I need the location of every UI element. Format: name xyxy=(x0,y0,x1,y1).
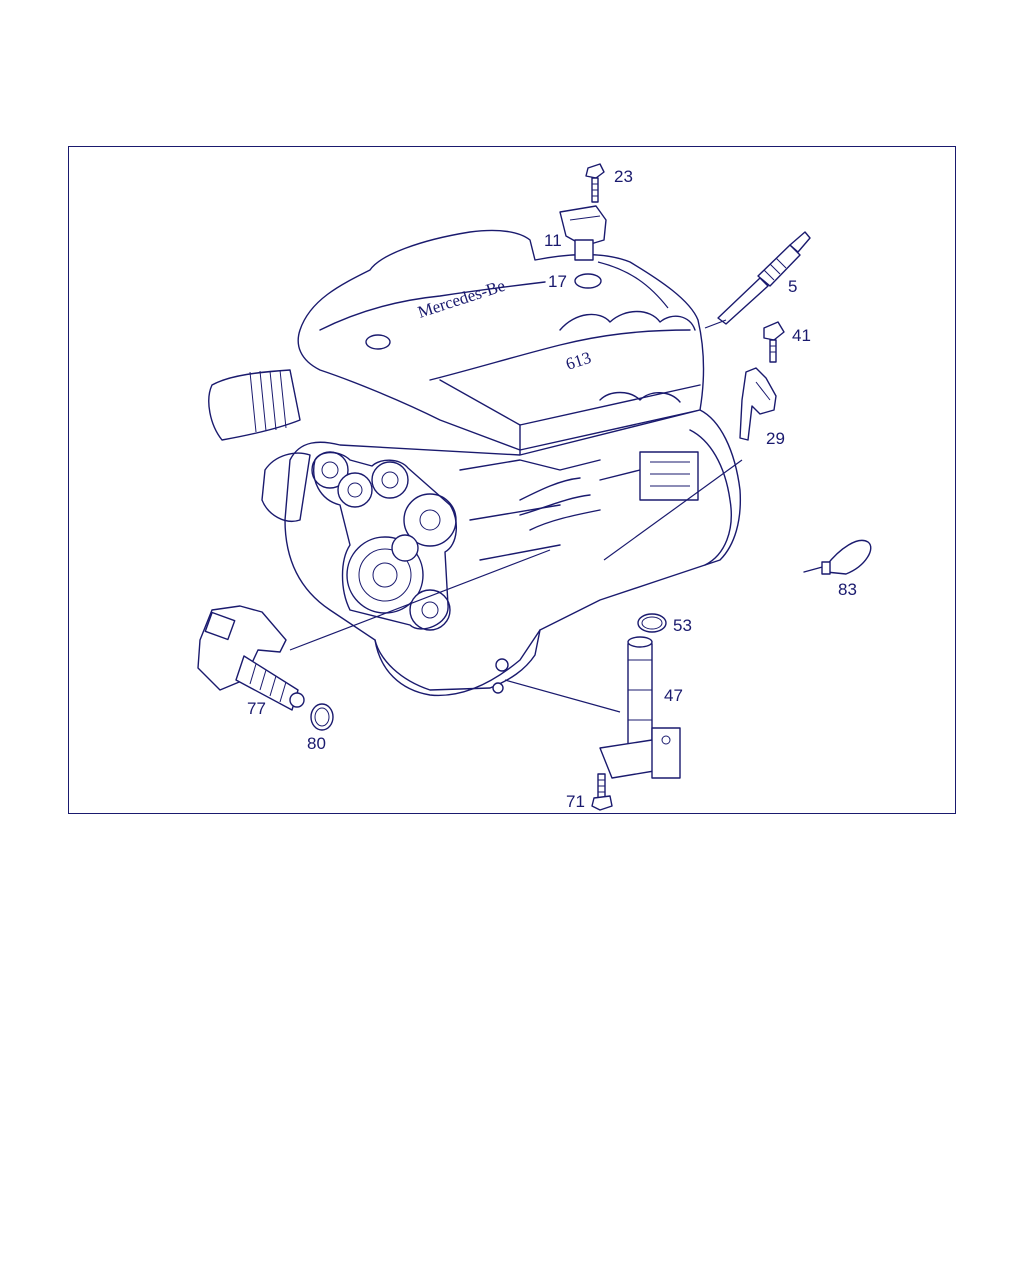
pulley-tensioner xyxy=(371,461,409,499)
callout-41: 41 xyxy=(792,326,811,345)
cover-ridge xyxy=(319,281,546,331)
callout-11: 11 xyxy=(544,231,562,250)
block-mount-left xyxy=(261,452,311,522)
cover-lobes xyxy=(559,310,696,331)
cover-lobes-2 xyxy=(599,391,681,403)
part-23-bolt[interactable] xyxy=(585,163,605,203)
callout-23: 23 xyxy=(614,167,633,186)
part-41-bolt[interactable] xyxy=(763,321,785,363)
oil-pan xyxy=(374,629,541,691)
intake-tube-ribs xyxy=(249,369,287,433)
cover-ridge-2 xyxy=(429,329,691,381)
leader-11 xyxy=(597,261,669,309)
leader-lines xyxy=(289,261,743,713)
callout-47: 47 xyxy=(664,686,683,705)
intake-manifold-cover xyxy=(297,229,705,451)
leader-77 xyxy=(289,549,551,651)
part-47-oil-level-sensor[interactable] xyxy=(599,636,681,779)
engine-assembly: Mercedes-Be 613 xyxy=(208,229,742,697)
pulley-idler-2 xyxy=(337,472,373,508)
callout-77: 77 xyxy=(247,699,266,718)
belt-drive xyxy=(311,451,457,631)
callout-83: 83 xyxy=(838,580,857,599)
callout-71: 71 xyxy=(566,792,585,811)
oil-filler-cap xyxy=(365,334,391,350)
injection-lines xyxy=(519,477,601,531)
callout-labels: 23 11 17 5 41 29 83 53 47 77 80 71 xyxy=(247,167,857,811)
part-77-connector[interactable] xyxy=(197,605,305,711)
sensor-mount xyxy=(492,682,504,694)
drive-belt xyxy=(313,451,457,630)
block-detail-1 xyxy=(459,459,641,561)
intake-tube xyxy=(208,369,301,441)
callout-29: 29 xyxy=(766,429,785,448)
callout-17: 17 xyxy=(548,272,567,291)
drain-plug xyxy=(495,658,509,672)
part-29-sensor[interactable] xyxy=(739,367,777,441)
part-17-o-ring[interactable] xyxy=(574,273,602,289)
part-83-cable-tie[interactable] xyxy=(803,539,872,575)
part-11-camshaft-sensor[interactable] xyxy=(559,205,607,261)
callout-80: 80 xyxy=(307,734,326,753)
pulley-idler-3 xyxy=(391,534,419,562)
leader-5 xyxy=(704,319,727,329)
leader-29 xyxy=(603,459,743,561)
part-80-o-ring[interactable] xyxy=(310,703,334,731)
part-71-bolt[interactable] xyxy=(591,773,613,811)
callout-5: 5 xyxy=(788,277,797,296)
exhaust-side xyxy=(689,429,732,566)
callout-53: 53 xyxy=(673,616,692,635)
diagram-frame xyxy=(68,146,956,814)
control-unit xyxy=(639,451,699,501)
part-5-glow-plug[interactable] xyxy=(717,231,811,325)
leader-47 xyxy=(504,679,621,713)
